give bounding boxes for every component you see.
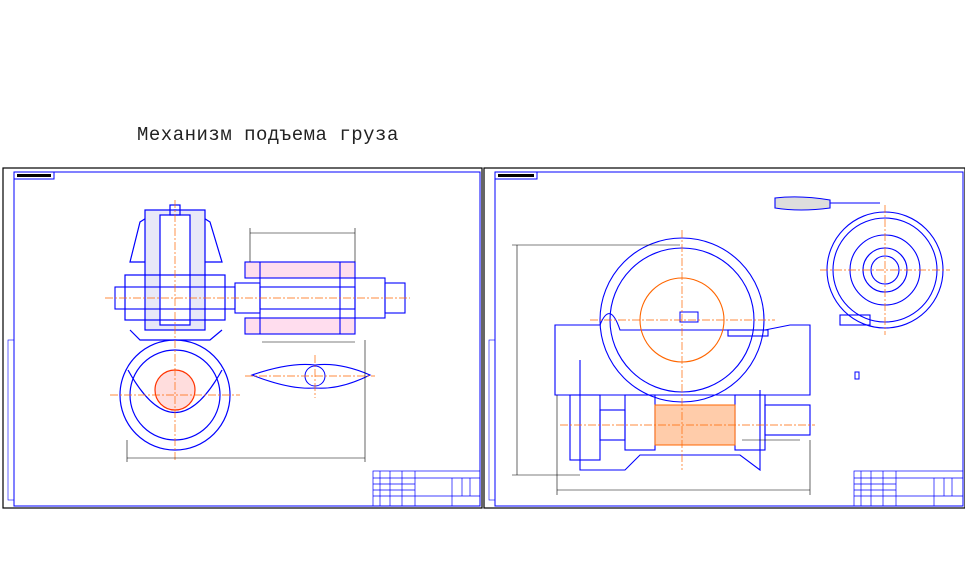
sheet-2-dimensions bbox=[512, 244, 811, 495]
sheet-2 bbox=[483, 167, 965, 509]
key bbox=[679, 311, 699, 323]
sheet-1-dimensions bbox=[126, 228, 366, 462]
sheet-1-inner-frame bbox=[13, 171, 481, 507]
sheet-2-title-block bbox=[853, 470, 964, 507]
sheet-2-centerlines bbox=[560, 205, 950, 470]
sheet-1-outer-frame bbox=[2, 167, 483, 509]
drum bbox=[244, 261, 356, 335]
lever-arm bbox=[250, 363, 372, 389]
sheet-1-stamp-top bbox=[13, 171, 55, 180]
sheet-2-side-strip bbox=[488, 339, 496, 501]
side-view bbox=[774, 196, 944, 329]
sheet-1-title-block bbox=[372, 470, 481, 507]
sheet-1-stamp-text bbox=[17, 174, 51, 177]
worm-shaft bbox=[654, 404, 736, 446]
drawing-title: Механизм подъема груза bbox=[137, 124, 399, 146]
sheet-2-stamp-top bbox=[494, 171, 538, 180]
sheet-2-stamp-text bbox=[498, 174, 534, 177]
sheet-1-side-strip bbox=[7, 339, 15, 501]
sheet-1 bbox=[2, 167, 483, 509]
sheet-2-inner-frame bbox=[494, 171, 964, 507]
sheet-1-centerlines bbox=[105, 200, 410, 460]
sheet-2-outer-frame bbox=[483, 167, 965, 509]
detail-mark bbox=[854, 371, 860, 380]
